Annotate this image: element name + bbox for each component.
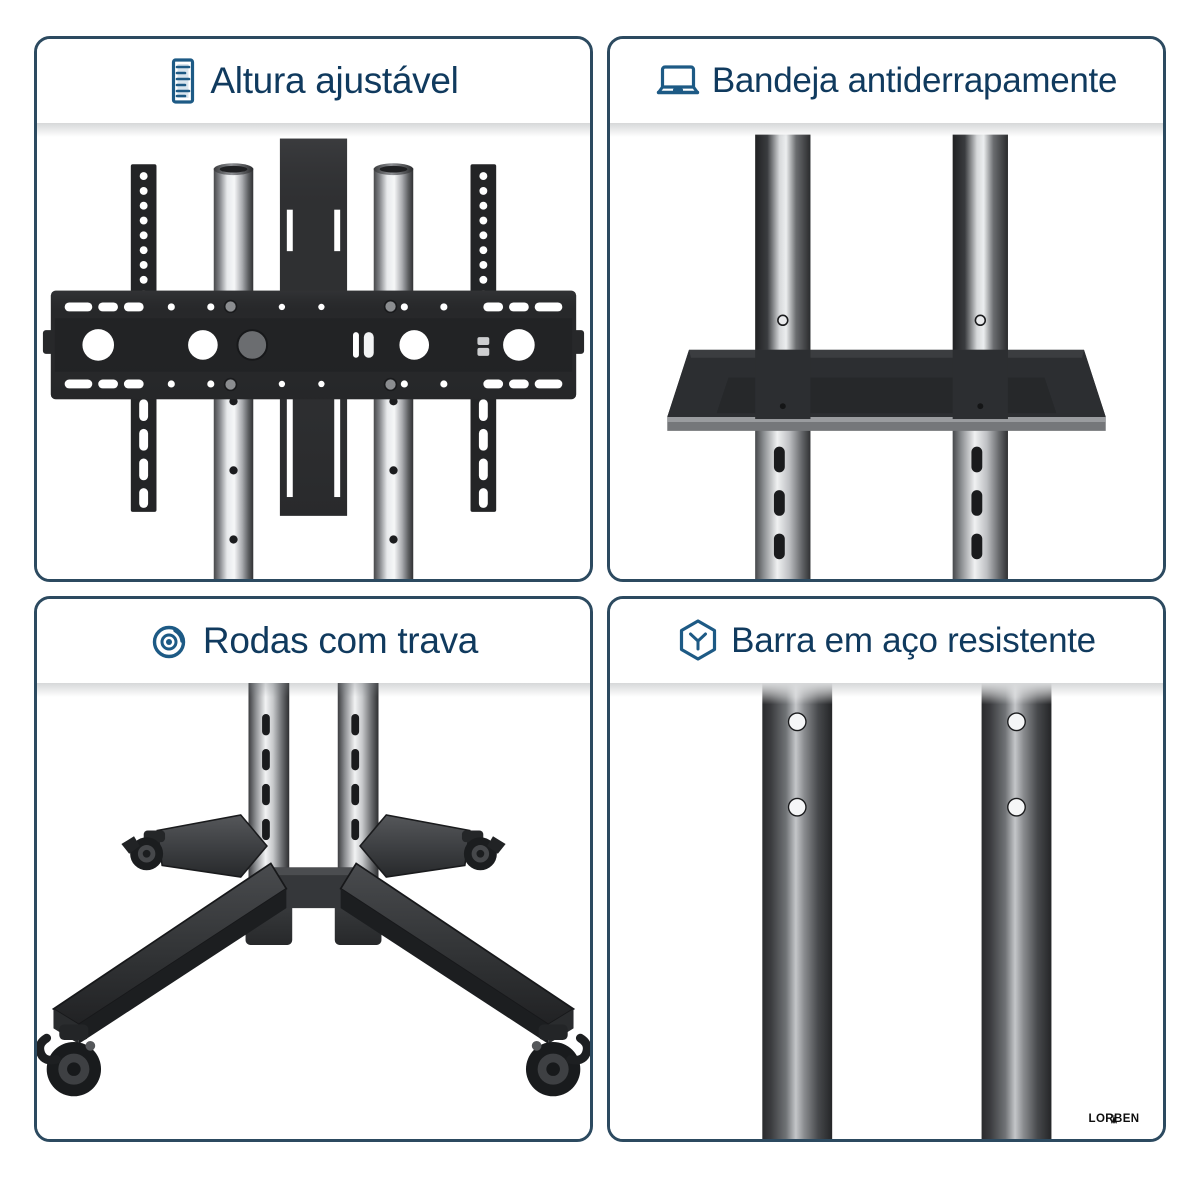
product-image-shelf-tray bbox=[610, 123, 1163, 579]
panel-title: Barra em aço resistente bbox=[731, 621, 1096, 660]
caster-rear-right bbox=[461, 830, 506, 871]
vesa-rail-left-holes bbox=[139, 172, 149, 508]
feature-panel-rodas-com-trava: Rodas com trava bbox=[34, 596, 593, 1142]
panel-title: Bandeja antiderrapamente bbox=[711, 61, 1118, 100]
product-image-tv-mount-bracket bbox=[37, 123, 590, 579]
hexagon-steel-icon bbox=[677, 618, 719, 664]
panel-header: Barra em aço resistente bbox=[610, 599, 1163, 697]
panel-header: Rodas com trava bbox=[37, 599, 590, 697]
feature-panel-bandeja-antiderrapamente: Bandeja antiderrapamente bbox=[607, 36, 1166, 582]
crossbar-round-holes bbox=[82, 329, 535, 361]
lorben-figure-icon bbox=[1111, 1114, 1117, 1124]
panel-header: Bandeja antiderrapamente bbox=[610, 39, 1163, 137]
steel-pole-left bbox=[762, 683, 833, 1139]
base-center-bridge bbox=[264, 867, 363, 909]
brand-logo: LORBEN bbox=[1083, 1113, 1145, 1125]
crossbar-slots-bottom bbox=[64, 379, 563, 389]
panel-title: Altura ajustável bbox=[210, 60, 459, 101]
pole-through-shelf-right bbox=[952, 349, 1008, 420]
ruler-icon bbox=[168, 58, 198, 104]
base-leg-front-left bbox=[51, 862, 288, 1044]
crossbar-center-hardware bbox=[236, 329, 490, 361]
pole-upper-right bbox=[952, 134, 1008, 370]
pole-through-shelf-left bbox=[755, 349, 811, 420]
panel-title: Rodas com trava bbox=[202, 620, 479, 661]
feature-panel-altura-ajustavel: Altura ajustável bbox=[34, 36, 593, 582]
tray-laptop-icon bbox=[656, 61, 700, 101]
steel-pole-right bbox=[981, 683, 1052, 1139]
caster-wheel-icon bbox=[149, 620, 191, 662]
pole-upper-left bbox=[755, 134, 811, 370]
crossbar-bolts bbox=[223, 299, 398, 392]
shelf-tray bbox=[667, 349, 1106, 431]
mount-crossbar bbox=[42, 290, 585, 400]
caster-rear-left bbox=[121, 830, 166, 871]
crossbar-slots-top bbox=[64, 302, 563, 312]
panel-header: Altura ajustável bbox=[37, 39, 590, 137]
base-leg-front-right bbox=[339, 862, 576, 1044]
product-image-steel-poles: LORBEN bbox=[610, 683, 1163, 1139]
caster-front-right-with-brake bbox=[525, 1024, 590, 1097]
product-image-wheeled-base bbox=[37, 683, 590, 1139]
feature-panel-barra-em-aco-resistente: Barra em aço resistente bbox=[607, 596, 1166, 1142]
caster-front-left-with-brake bbox=[37, 1024, 102, 1097]
